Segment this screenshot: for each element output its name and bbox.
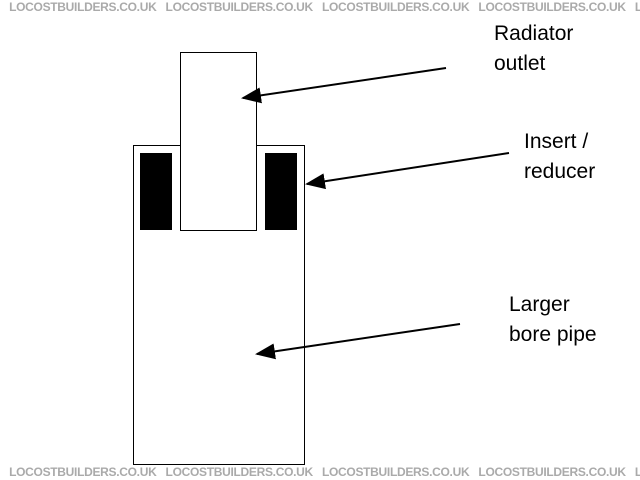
arrow-radiator-outlet bbox=[241, 67, 447, 104]
label-line: Insert / bbox=[524, 130, 589, 153]
insert-left bbox=[140, 153, 172, 230]
label-insert-reducer: Insert / reducer bbox=[524, 127, 595, 187]
label-line: reducer bbox=[524, 160, 596, 183]
watermark-bottom: LOCOSTBUILDERS.CO.UK LOCOSTBUILDERS.CO.U… bbox=[0, 465, 640, 480]
label-larger-bore-pipe: Larger bore pipe bbox=[509, 290, 597, 350]
label-radiator-outlet: Radiator outlet bbox=[494, 19, 573, 79]
arrow-larger-pipe bbox=[255, 323, 461, 360]
wm: LOCOSTBUILDERS.CO.UK LOCOSTBUILDERS.CO.U… bbox=[9, 465, 640, 479]
label-line: bore pipe bbox=[509, 323, 597, 346]
label-line: outlet bbox=[494, 52, 546, 75]
watermark-top: LOCOSTBUILDERS.CO.UK LOCOSTBUILDERS.CO.U… bbox=[0, 0, 640, 15]
wm: LOCOSTBUILDERS.CO.UK LOCOSTBUILDERS.CO.U… bbox=[9, 0, 640, 14]
arrow-insert bbox=[305, 152, 510, 190]
label-line: Radiator bbox=[494, 22, 574, 45]
radiator-outlet bbox=[180, 52, 257, 231]
insert-right bbox=[265, 153, 297, 230]
label-line: Larger bbox=[509, 293, 570, 316]
